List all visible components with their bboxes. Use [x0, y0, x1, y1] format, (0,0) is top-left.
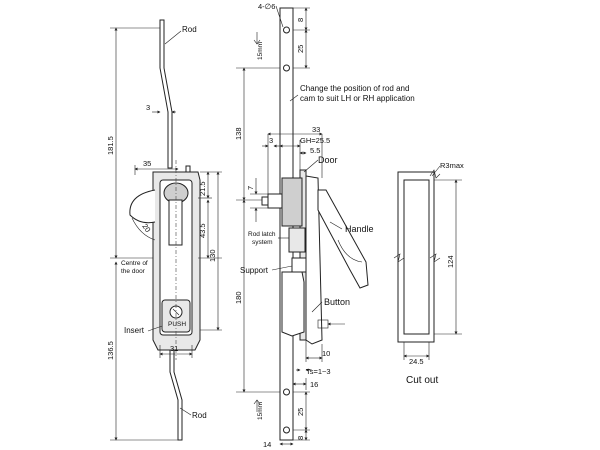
dim-181-5: 181.5 — [106, 136, 115, 155]
button-bracket — [281, 271, 305, 337]
dim-10-side: 10 — [322, 349, 330, 358]
label-support: Support — [240, 266, 269, 275]
label-ts: Ts=1~3 — [306, 367, 331, 376]
label-rod-latch-1: Rod latch — [248, 231, 276, 238]
dim-8-bottom: 8 — [296, 436, 305, 440]
dim-14: 14 — [263, 440, 271, 449]
dim-21-5: 21.5 — [198, 181, 207, 196]
label-centre-1: Centre of — [121, 260, 148, 267]
front-view: PUSH 181.5 136.5 3 35 21.5 43.5 130 — [106, 19, 222, 441]
dim-25-top: 25 — [296, 45, 305, 53]
rod-latch-shape — [288, 227, 306, 253]
dim-16: 16 — [310, 380, 318, 389]
lever-swing-arc — [129, 189, 156, 224]
dim-3-side: 3 — [269, 136, 273, 145]
rod-top-shape — [159, 19, 173, 169]
dim-8-top: 8 — [296, 18, 305, 22]
label-cut-out: Cut out — [406, 375, 438, 386]
dim-180: 180 — [234, 291, 243, 304]
dim-3-front: 3 — [146, 103, 150, 112]
dim-7: 7 — [246, 186, 255, 190]
hole-2 — [283, 64, 290, 72]
label-gh: GH=25.5 — [300, 136, 330, 145]
dim-130: 130 — [208, 249, 217, 262]
label-handle: Handle — [345, 224, 374, 234]
cut-out-view: 124 24.5 R3max Cut out — [393, 161, 464, 386]
note-line-2: cam to suit LH or RH application — [300, 94, 415, 103]
dim-43-5: 43.5 — [198, 223, 207, 238]
label-insert: Insert — [124, 326, 145, 335]
label-rod-bottom: Rod — [192, 411, 207, 420]
handle-lever — [305, 175, 323, 345]
dim-138: 138 — [234, 127, 243, 140]
dim-25-bottom: 25 — [296, 408, 305, 416]
handle-open — [317, 189, 369, 289]
dim-136-5: 136.5 — [106, 341, 115, 360]
side-view: 15mm 15mm 8 25 138 — [234, 2, 415, 449]
label-rod-top: Rod — [182, 25, 197, 34]
dim-33: 33 — [312, 125, 320, 134]
hole-3 — [283, 388, 290, 396]
latch-body — [281, 177, 303, 227]
hole-4 — [283, 426, 290, 434]
dim-124: 124 — [446, 255, 455, 268]
dim-5-5: 5.5 — [310, 146, 320, 155]
label-holes: 4-∅6 — [258, 2, 275, 11]
dim-31: 31 — [170, 344, 178, 353]
handle-stem — [168, 199, 183, 246]
dim-24-5: 24.5 — [409, 357, 424, 366]
label-centre-2: the door — [121, 268, 146, 275]
stamp-top: 15mm — [257, 42, 264, 60]
label-rod-latch-2: system — [252, 239, 273, 246]
note-line-1: Change the position of rod and — [300, 84, 409, 93]
dim-35: 35 — [143, 159, 151, 168]
cut-out-inner — [403, 179, 430, 335]
dim-20: 20 — [140, 222, 152, 234]
hole-1 — [283, 26, 290, 34]
label-r3max: R3max — [440, 161, 464, 170]
label-door: Door — [318, 155, 338, 165]
brand-mark: PUSH — [168, 321, 186, 328]
stamp-bottom: 15mm — [257, 402, 264, 420]
label-button: Button — [324, 297, 350, 307]
